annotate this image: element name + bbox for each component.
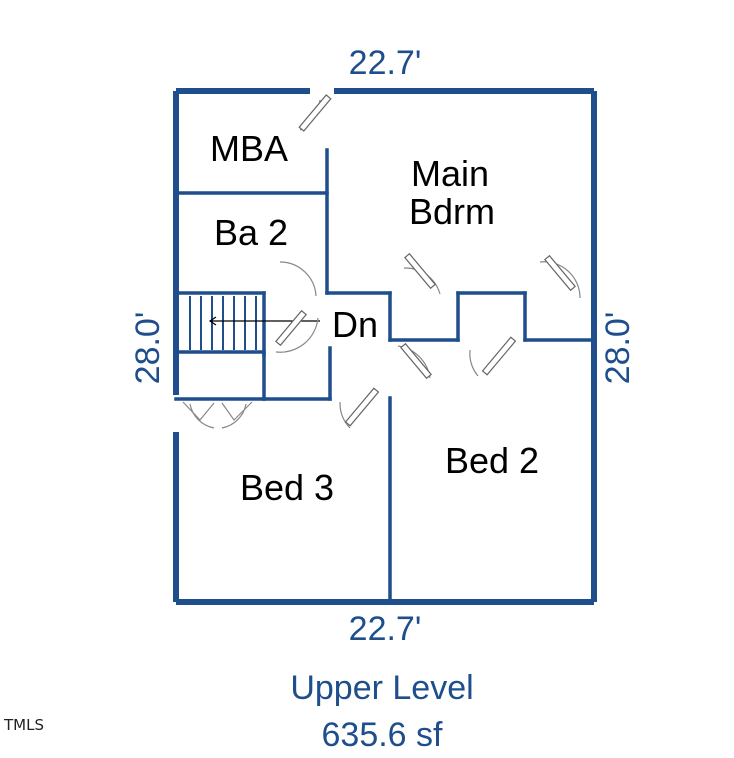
level-name: Upper Level bbox=[290, 669, 473, 707]
dimension-bottom: 22.7' bbox=[349, 610, 422, 648]
dimension-left: 28.0' bbox=[129, 312, 167, 385]
room-label-ba2: Ba 2 bbox=[214, 212, 288, 253]
doors bbox=[182, 94, 581, 429]
room-label-dn: Dn bbox=[332, 304, 378, 345]
level-area: 635.6 sf bbox=[322, 716, 444, 754]
dimension-right: 28.0' bbox=[599, 312, 637, 385]
room-label-mba: MBA bbox=[210, 128, 288, 169]
interior-walls bbox=[174, 148, 596, 604]
room-label-bed3: Bed 3 bbox=[240, 467, 334, 508]
room-label-bed2: Bed 2 bbox=[445, 440, 539, 481]
room-label-main-bdrm-line1: Main bbox=[411, 153, 489, 194]
stairs bbox=[189, 296, 320, 350]
watermark: TMLS bbox=[3, 716, 44, 734]
dimension-top: 22.7' bbox=[349, 44, 422, 82]
room-label-main-bdrm-line2: Bdrm bbox=[409, 191, 495, 232]
outer-walls bbox=[173, 88, 597, 605]
